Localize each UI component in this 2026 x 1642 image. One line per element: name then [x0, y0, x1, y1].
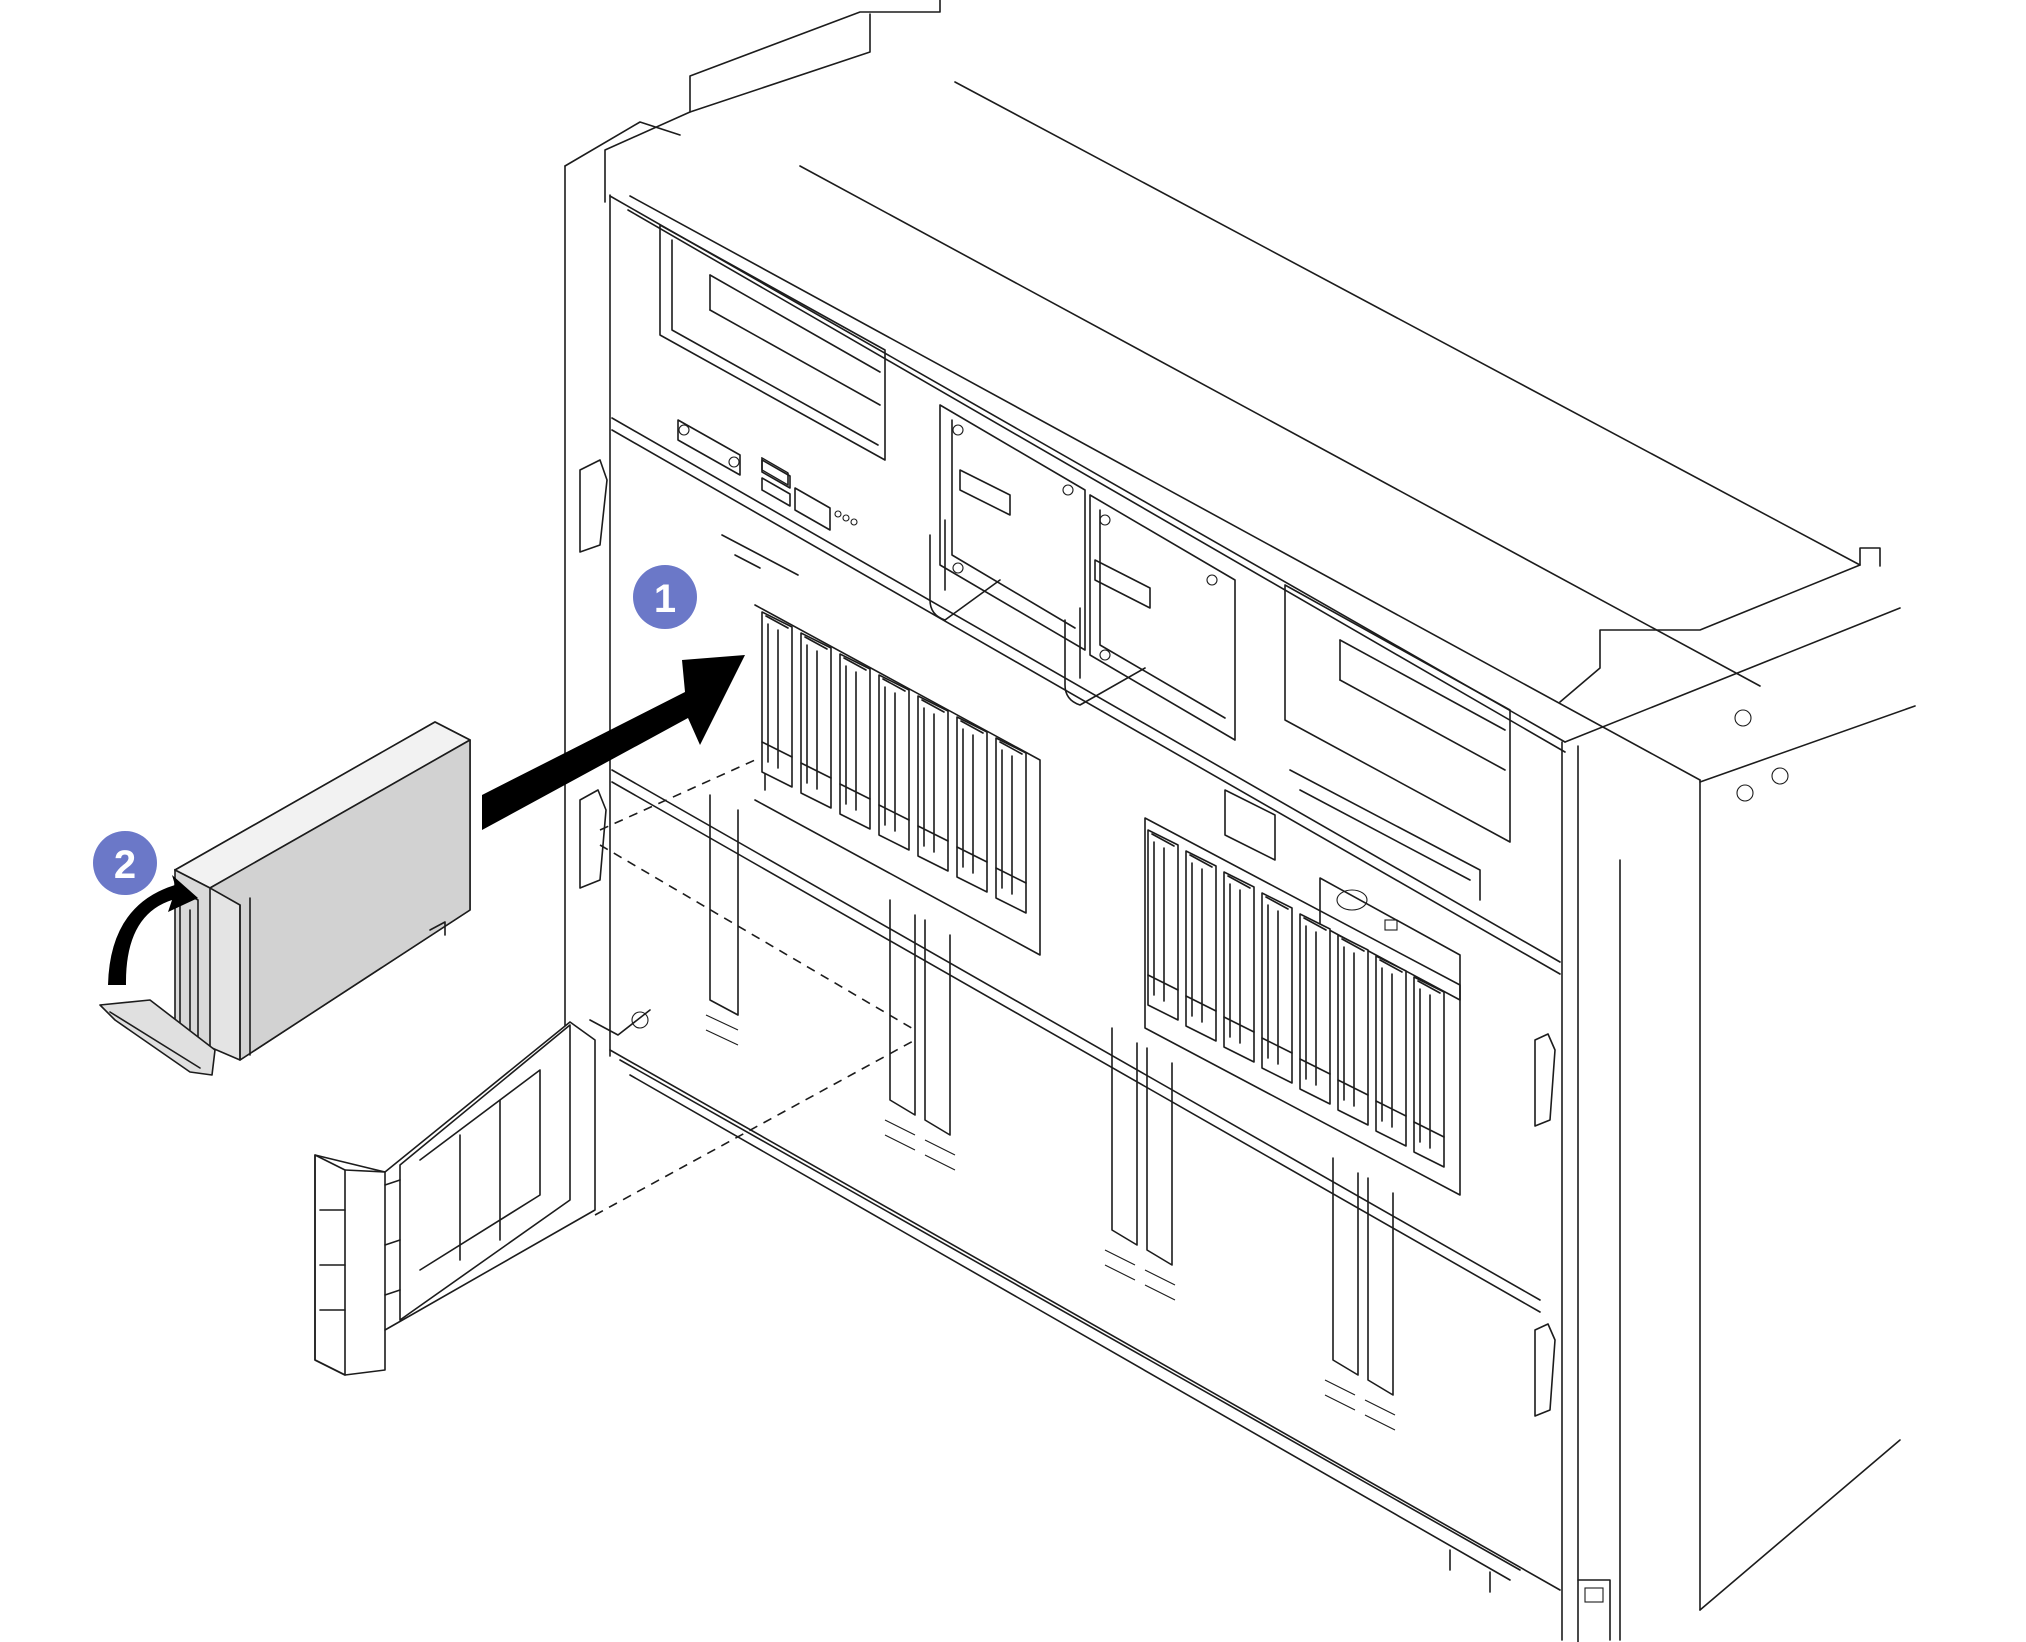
drive-bay-filler	[314, 1021, 596, 1376]
latch-close-arrow-icon	[108, 875, 198, 985]
power-supply-1	[929, 404, 1086, 651]
drive-bays-right	[1147, 829, 1445, 1168]
callout-1: 1	[633, 565, 697, 629]
drive-bay-latch	[956, 716, 988, 893]
network-port	[794, 487, 858, 531]
drive-bay-latch	[1185, 850, 1217, 1042]
drive-bay-latch-detail	[1337, 938, 1369, 1107]
drive-bay-latch	[1261, 892, 1293, 1084]
drive-bay-latch-detail	[1299, 917, 1331, 1086]
drive-bay-latch	[761, 611, 793, 788]
drive-bay-latch	[839, 653, 871, 830]
hot-swap-drive	[99, 721, 471, 1076]
drive-bays-left	[761, 611, 1027, 914]
drive-bay-latch-detail	[995, 741, 1027, 895]
drive-bay-latch-detail	[917, 699, 949, 853]
power-supply-2	[1064, 494, 1236, 741]
drive-bay-latch	[1413, 976, 1445, 1168]
drive-bay-latch-detail	[1185, 854, 1217, 1023]
drive-bay-latch	[1299, 913, 1331, 1105]
drive-bay-latch-detail	[1413, 980, 1445, 1149]
drive-bay-latch-detail	[1261, 896, 1293, 1065]
vga-port	[677, 419, 741, 476]
drive-bay-latch-detail	[1375, 959, 1407, 1128]
drive-bay-latch-detail	[1147, 833, 1179, 1002]
server-chassis	[564, 0, 1916, 1642]
insert-arrow-icon	[482, 655, 745, 830]
lower-bay-slots	[705, 794, 1396, 1431]
drive-bay-latch-detail	[800, 636, 832, 790]
drive-bay-latch	[1375, 955, 1407, 1147]
svg-text:1: 1	[654, 577, 676, 621]
drive-bay-latch	[1337, 934, 1369, 1126]
drive-bay-latch	[800, 632, 832, 809]
drive-bay-latch	[878, 674, 910, 851]
drive-bay-latch	[995, 737, 1027, 914]
drive-bay-latch-detail	[956, 720, 988, 874]
callout-2: 2	[93, 831, 157, 895]
usb-ports	[761, 457, 791, 507]
drive-bay-latch	[917, 695, 949, 872]
drive-bay-latch-detail	[839, 657, 871, 811]
upper-drive-cage-right	[1144, 769, 1481, 1196]
drive-bay-latch-detail	[761, 615, 793, 769]
alignment-guides	[594, 759, 916, 1216]
drive-bay-latch	[1147, 829, 1179, 1021]
drive-bay-latch	[1223, 871, 1255, 1063]
svg-text:2: 2	[114, 843, 136, 887]
drive-bay-latch-detail	[878, 678, 910, 832]
drive-bay-latch-detail	[1223, 875, 1255, 1044]
